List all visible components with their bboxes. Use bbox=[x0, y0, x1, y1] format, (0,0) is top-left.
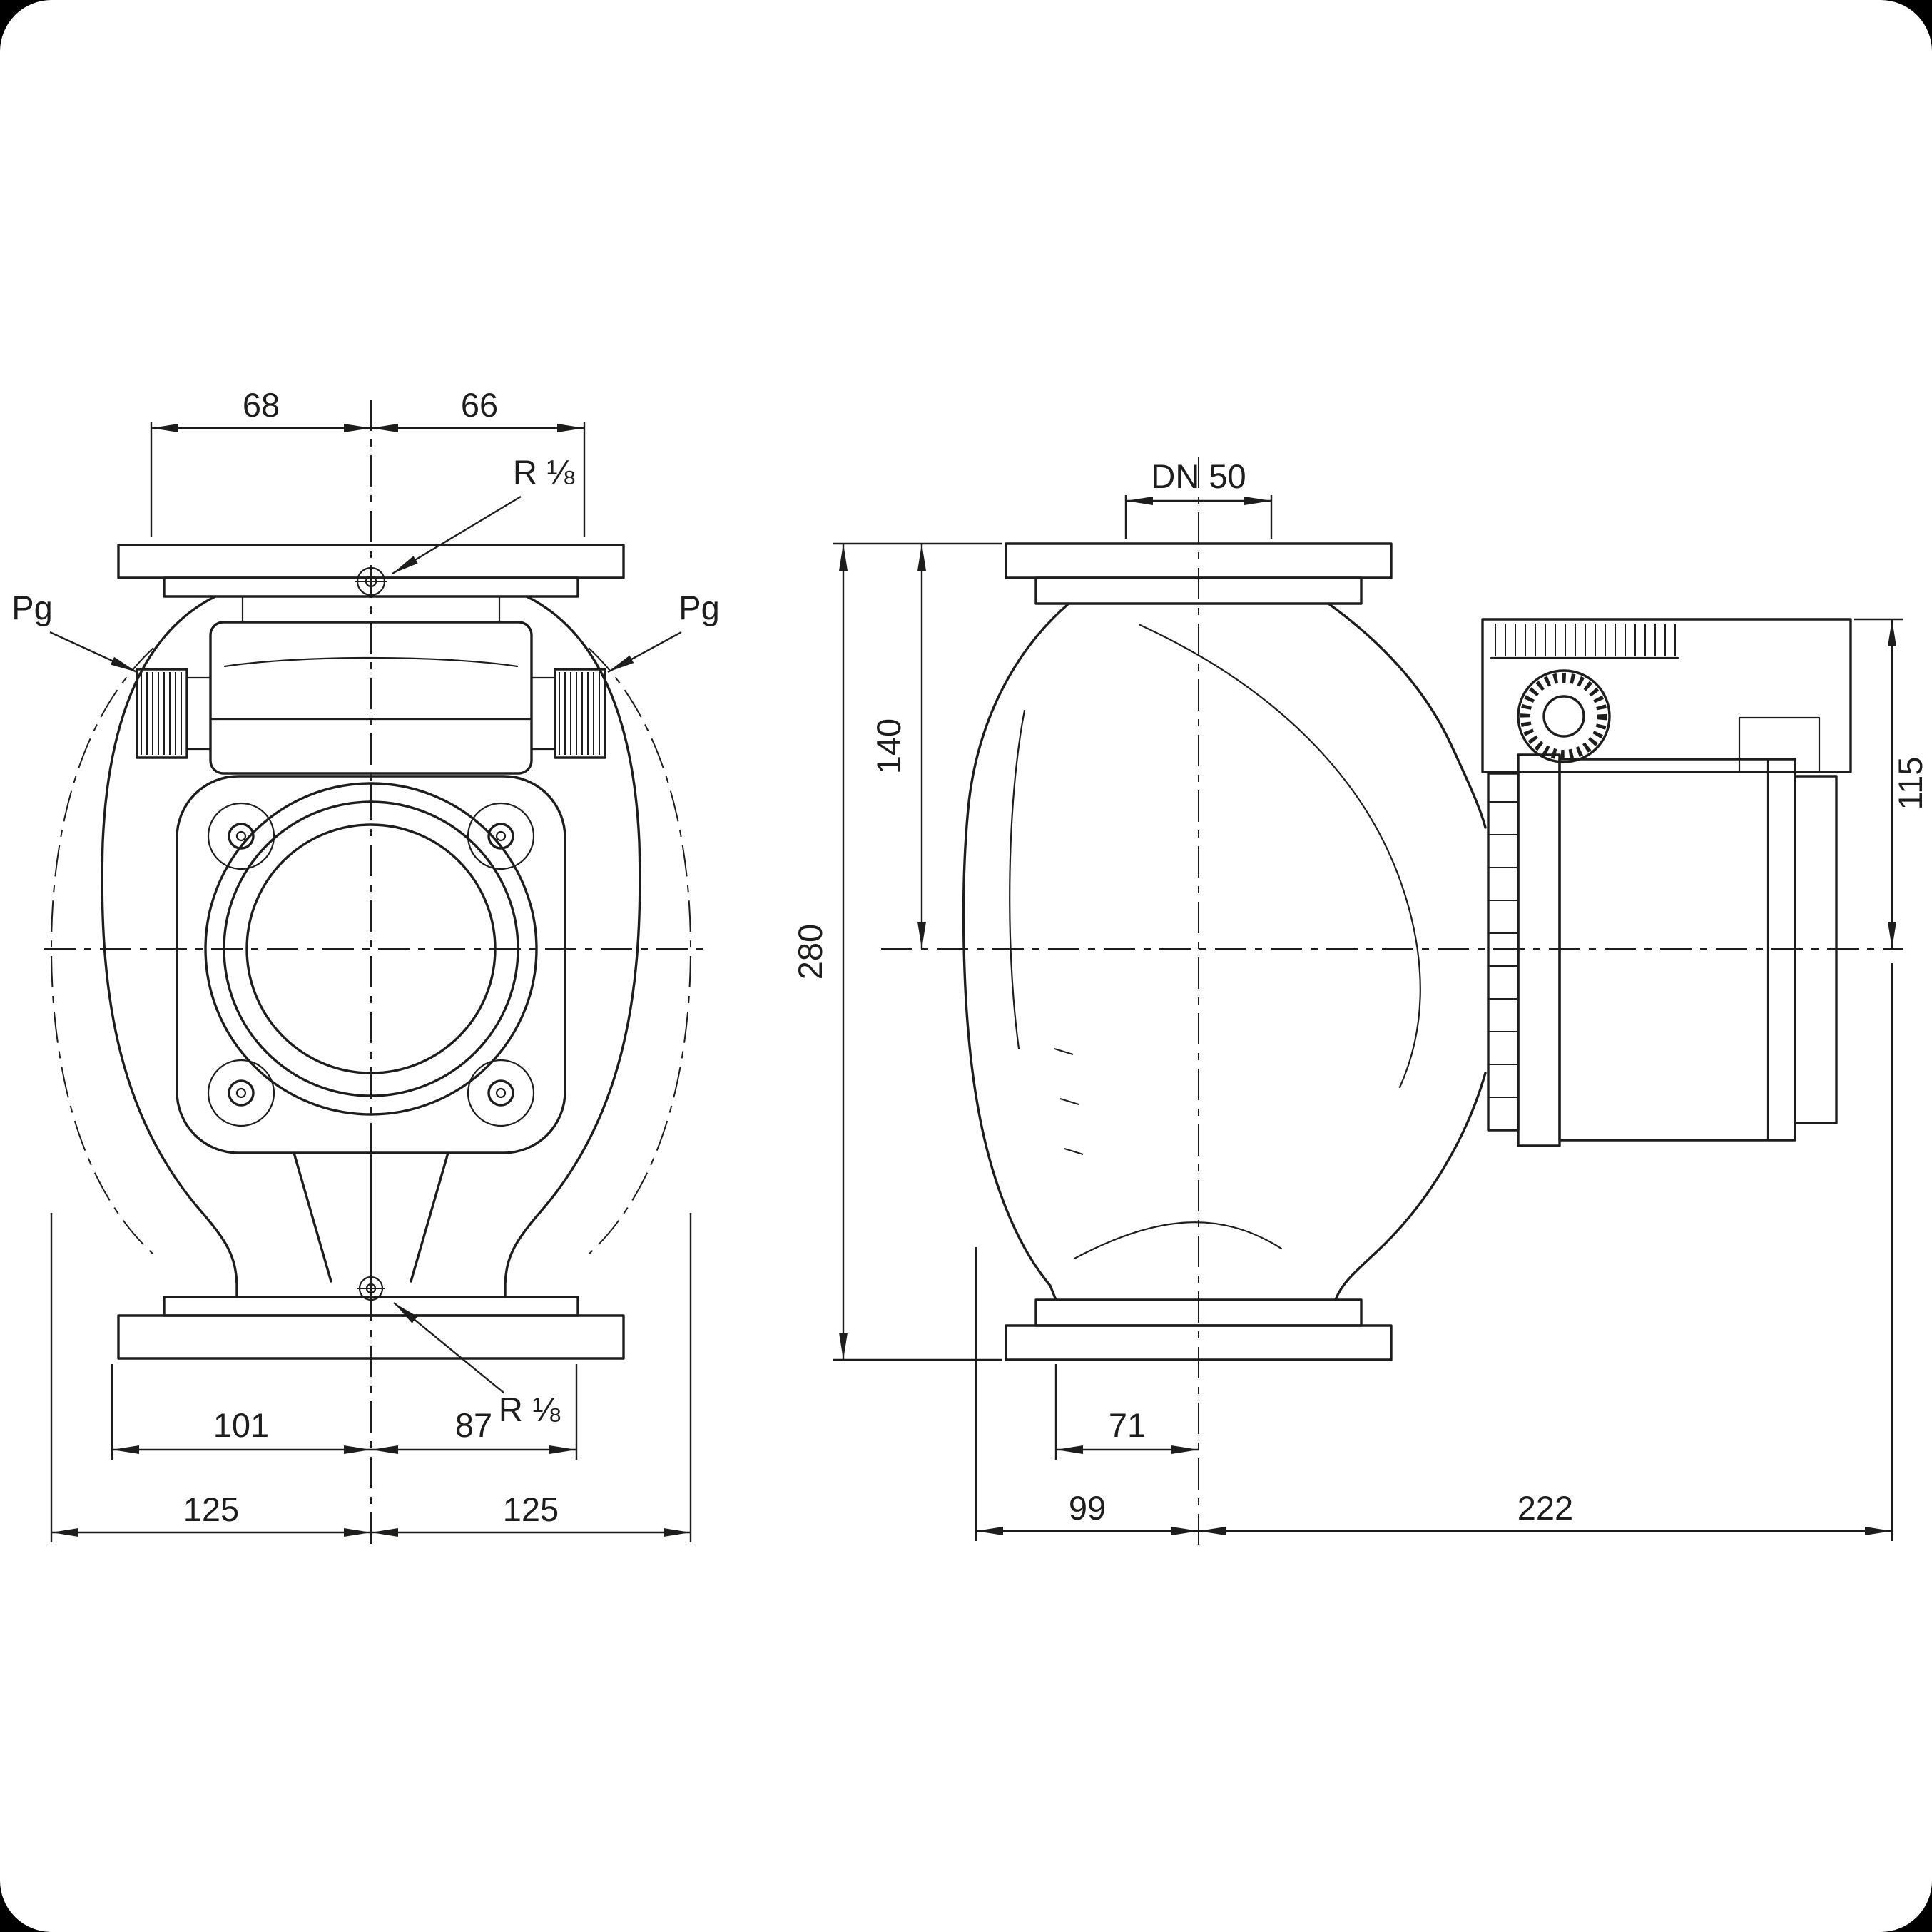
thread-label-top: R ⅛ bbox=[513, 453, 575, 491]
thread-label-bottom: R ⅛ bbox=[499, 1390, 561, 1428]
leader-thread-bottom bbox=[393, 1302, 504, 1393]
cable-gland-right bbox=[530, 668, 606, 759]
side-motor bbox=[1487, 753, 1838, 1147]
gland-knurl-left bbox=[141, 672, 182, 755]
dim-label-71: 71 bbox=[1109, 1406, 1146, 1444]
dim-label-125-left: 125 bbox=[183, 1490, 239, 1528]
volute-profile-left bbox=[962, 602, 1070, 1301]
cable-gland-left bbox=[136, 668, 212, 759]
outlet-strut-left bbox=[293, 1151, 332, 1283]
leader-thread-top bbox=[392, 495, 522, 575]
bolt-hole-top-left bbox=[207, 802, 275, 870]
ventilation-grille bbox=[1495, 624, 1676, 656]
front-view: 68 66 R ⅛ Pg Pg R ⅛ 101 87 125 125 bbox=[11, 386, 720, 1545]
outlet-strut-right bbox=[410, 1151, 449, 1283]
bore-circle-inner bbox=[245, 823, 497, 1074]
side-bottom-flange bbox=[1005, 1298, 1393, 1361]
dim-label-66: 66 bbox=[461, 386, 498, 424]
motor-fins bbox=[1488, 801, 1518, 1098]
volute-inner-wall bbox=[1009, 709, 1026, 1050]
vent-screw-top bbox=[355, 565, 387, 598]
gland-label-left: Pg bbox=[11, 589, 53, 626]
motor-end-cap bbox=[1794, 775, 1838, 1124]
volute-weep-marks bbox=[1054, 1048, 1084, 1155]
motor-adapter bbox=[1517, 753, 1561, 1147]
leader-gland-left bbox=[49, 631, 138, 673]
volute-profile-right-lower bbox=[1334, 1072, 1487, 1301]
dim-label-280: 280 bbox=[791, 924, 829, 980]
motor-fin-flange bbox=[1487, 772, 1520, 1132]
vent-screw-bottom bbox=[357, 1274, 385, 1303]
side-terminal-box bbox=[1481, 618, 1852, 773]
volute-bottom-curve bbox=[1073, 1221, 1283, 1260]
side-bottom-flange-bar bbox=[1005, 1324, 1393, 1361]
front-dimensions: 68 66 R ⅛ Pg Pg R ⅛ 101 87 125 125 bbox=[11, 386, 720, 1542]
side-volute bbox=[962, 602, 1487, 1301]
dim-label-99: 99 bbox=[1069, 1489, 1106, 1527]
dim-label-101: 101 bbox=[213, 1406, 269, 1444]
volute-inner-sweep bbox=[1139, 624, 1421, 1089]
gland-knurl-right bbox=[559, 672, 600, 755]
dim-label-222: 222 bbox=[1517, 1489, 1573, 1527]
housing-outline-right bbox=[504, 595, 641, 1298]
dim-label-115: 115 bbox=[1891, 757, 1929, 810]
adjustment-knob bbox=[1517, 669, 1611, 763]
dim-label-87: 87 bbox=[455, 1406, 492, 1444]
side-top-flange-step bbox=[1034, 576, 1363, 605]
side-view: DN 50 280 140 115 71 99 222 bbox=[791, 457, 1929, 1545]
terminal-box-side-body bbox=[1481, 618, 1852, 773]
dim-label-dn50: DN 50 bbox=[1151, 457, 1246, 495]
bolt-hole-bottom-right bbox=[467, 1059, 535, 1127]
front-bottom-flange bbox=[117, 1151, 625, 1360]
volute-profile-right-upper bbox=[1327, 602, 1487, 829]
dim-label-140: 140 bbox=[870, 718, 907, 774]
side-top-flange bbox=[1005, 542, 1393, 605]
bolt-hole-top-right bbox=[467, 802, 535, 870]
terminal-box-top-seam bbox=[223, 656, 519, 668]
leader-gland-right bbox=[607, 631, 682, 673]
bolt-hole-bottom-left bbox=[207, 1059, 275, 1127]
side-dimensions: DN 50 280 140 115 71 99 222 bbox=[791, 457, 1929, 1541]
gland-label-right: Pg bbox=[678, 589, 720, 626]
front-terminal-box bbox=[136, 621, 606, 775]
front-top-flange bbox=[117, 544, 625, 624]
bottom-flange-bar bbox=[117, 1314, 625, 1360]
terminal-box-cover-detail bbox=[1738, 716, 1821, 773]
dim-label-125-right: 125 bbox=[503, 1490, 559, 1528]
dim-label-68: 68 bbox=[243, 386, 280, 424]
